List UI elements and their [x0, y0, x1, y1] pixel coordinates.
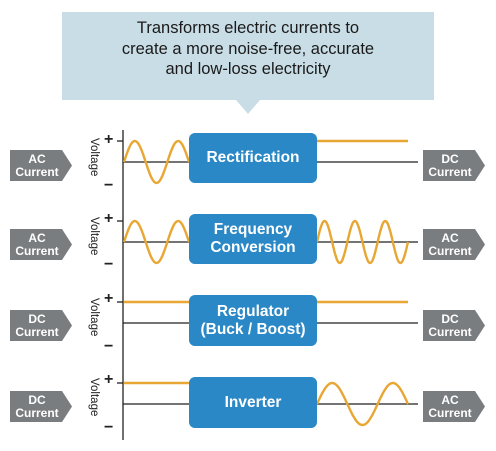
tag-type: AC	[28, 152, 46, 166]
process-label: Regulator	[216, 302, 290, 320]
plus-sign: +	[104, 210, 114, 227]
tag-word: Current	[15, 405, 59, 420]
callout-line-1: Transforms electric currents to	[136, 19, 360, 37]
voltage-label: Voltage	[88, 138, 100, 177]
minus-sign: −	[104, 256, 114, 273]
tag-word: Current	[428, 243, 472, 258]
output-signal-sine	[315, 219, 410, 265]
process-label: Frequency	[213, 221, 293, 238]
tag-type: AC	[441, 231, 459, 245]
tag-word: Current	[15, 324, 59, 339]
process-box-frequency-conversion: Frequency Conversion	[189, 214, 317, 264]
voltage-label: Voltage	[88, 378, 100, 417]
tag-arrow-shape	[10, 391, 72, 422]
plus-sign: +	[104, 290, 114, 307]
tag-word: Current	[15, 164, 59, 179]
process-label: Conversion	[210, 239, 296, 256]
tag-type: DC	[28, 312, 46, 326]
input-signal-sine	[122, 219, 191, 265]
tag-type: DC	[441, 152, 459, 166]
tag-type: AC	[28, 231, 46, 245]
plus-sign: +	[104, 371, 114, 388]
tag-arrow-shape	[423, 310, 485, 341]
callout-line-2: create a more noise-free, accurate	[121, 39, 375, 58]
process-box-rectification: Rectification	[189, 133, 317, 183]
output-signal-sine	[315, 381, 410, 427]
process-label: (Buck / Boost)	[200, 320, 306, 338]
tag-word: Current	[428, 405, 472, 420]
process-box-inverter: Inverter	[189, 377, 317, 428]
plus-sign: +	[104, 131, 114, 148]
tag-type: DC	[28, 393, 46, 407]
minus-sign: −	[104, 419, 114, 436]
process-label: Inverter	[224, 393, 282, 411]
tag-word: Current	[428, 164, 472, 179]
minus-sign: −	[104, 338, 114, 355]
minus-sign: −	[104, 177, 114, 194]
tag-type: AC	[441, 393, 459, 407]
tag-type: DC	[441, 312, 459, 326]
process-box-regulator: Regulator (Buck / Boost)	[189, 295, 317, 346]
callout-bubble	[62, 12, 434, 114]
input-signal-sine	[122, 139, 191, 185]
voltage-label: Voltage	[88, 298, 100, 337]
tag-arrow-shape	[10, 150, 72, 181]
voltage-label: Voltage	[88, 217, 100, 256]
tag-arrow-shape	[10, 310, 72, 341]
tag-word: Current	[428, 324, 472, 339]
tag-word: Current	[15, 243, 59, 258]
tag-arrow-shape	[10, 229, 72, 260]
tag-arrow-shape	[423, 229, 485, 260]
tag-arrow-shape	[423, 150, 485, 181]
callout-line-3: and low-loss electricity	[165, 60, 331, 78]
process-label: Rectification	[206, 149, 300, 166]
tag-arrow-shape	[423, 391, 485, 422]
callout-text: Transforms electric currents to create a…	[62, 18, 434, 80]
